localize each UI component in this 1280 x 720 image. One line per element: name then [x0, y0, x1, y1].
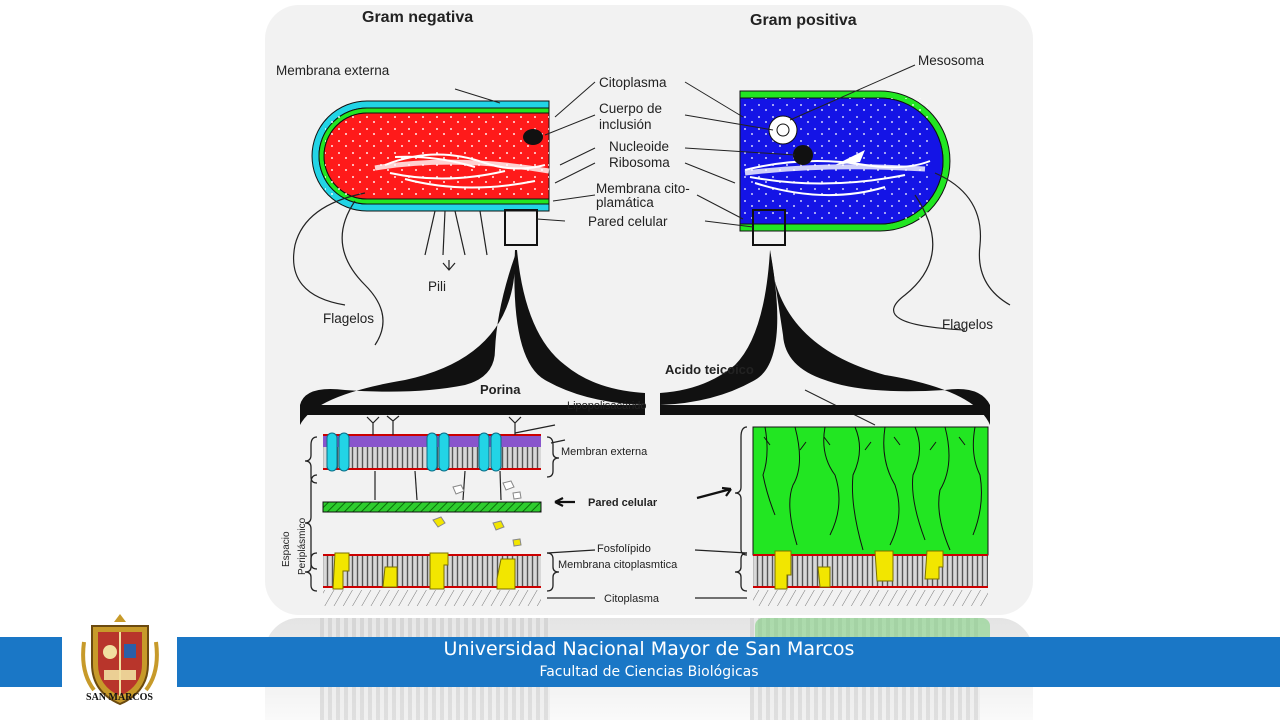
university-crest-icon — [81, 614, 159, 706]
label-lipopolisacarido: Lipopolisacárido — [567, 400, 647, 412]
label-flagelos-negativa: Flagelos — [323, 311, 374, 326]
label-citoplasma-detail: Citoplasma — [604, 593, 660, 605]
gram-positive-title: Gram positiva — [750, 12, 857, 29]
gram-positive-cell — [739, 90, 1011, 331]
label-ribosoma: Ribosoma — [609, 155, 670, 170]
gram-negative-title: Gram negativa — [362, 9, 473, 26]
gram-positive-envelope-detail — [752, 426, 989, 606]
label-membran-externa: Membran externa — [561, 446, 648, 458]
label-espacio: Espacio — [281, 531, 292, 567]
label-membrana-citoplasmtica: Membrana citoplasmtica — [558, 559, 678, 571]
label-porina: Porina — [480, 382, 521, 397]
footer-subtitle: Facultad de Ciencias Biológicas — [539, 664, 759, 680]
label-membrana-externa: Membrana externa — [276, 63, 390, 78]
label-acido-teicoico: Acido teicoico — [665, 362, 754, 377]
bacterial-cell-wall-diagram: Gram negativa Gram positiva Membrana ext… — [265, 5, 1033, 615]
label-pili: Pili — [428, 279, 446, 294]
label-citoplasma: Citoplasma — [599, 75, 667, 90]
label-cuerpo-line2: inclusión — [599, 117, 652, 132]
diagram-svg: Gram negativa Gram positiva Membrana ext… — [276, 9, 1011, 606]
label-nucleoide: Nucleoide — [609, 139, 669, 154]
label-membrana-line1: Membrana cito- — [596, 181, 690, 196]
inclusion-body — [523, 129, 543, 145]
logo-name: SAN MARCOS — [86, 692, 153, 703]
label-cuerpo-line1: Cuerpo de — [599, 101, 662, 116]
label-fosfolipido: Fosfolípido — [597, 543, 651, 555]
label-pared-celular: Pared celular — [588, 214, 668, 229]
label-periplasmico: Periplásmico — [297, 517, 308, 575]
label-membrana-line2: plamática — [596, 195, 654, 210]
gram-negative-cell — [293, 100, 550, 346]
label-pared-celular-detail: Pared celular — [588, 497, 658, 509]
footer-title: Universidad Nacional Mayor de San Marcos — [443, 638, 855, 660]
gram-negative-envelope-detail — [322, 415, 542, 606]
label-mesosoma: Mesosoma — [918, 53, 985, 68]
label-flagelos-positiva: Flagelos — [942, 317, 993, 332]
footer-band — [0, 637, 1280, 687]
